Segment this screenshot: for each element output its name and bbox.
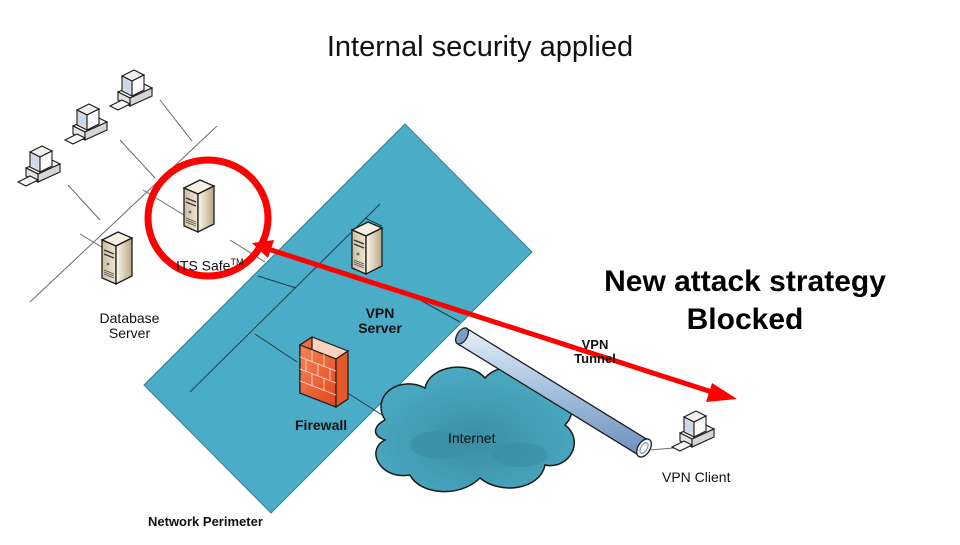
workstation-icon	[64, 103, 108, 145]
network-perimeter-zone	[143, 123, 533, 514]
headline-line-1: New attack strategy	[604, 265, 886, 298]
database-server-label-line2: Server	[108, 325, 151, 342]
vpn-tunnel-label: VPN Tunnel	[570, 337, 620, 367]
slide-title: Internal security applied	[326, 31, 634, 63]
firewall-icon	[298, 335, 350, 409]
database-server-icon	[101, 231, 133, 285]
trademark-superscript: TM	[230, 257, 244, 267]
workstation-icon	[17, 145, 61, 187]
vpn-tunnel-pipe-icon	[455, 327, 652, 458]
vpn-client-workstation-icon	[671, 410, 715, 452]
workstation-icon	[109, 69, 153, 111]
highlight-circle	[144, 156, 272, 280]
vpn-server-label-line1: VPN	[365, 305, 395, 321]
arrowhead-right	[706, 383, 737, 402]
vpn-tunnel-label-line2: Tunnel	[574, 351, 616, 367]
vpn-server-label-line2: Server	[358, 320, 402, 337]
lan-connection-lines	[29, 99, 266, 303]
database-server-label: Database Server	[92, 310, 167, 342]
headline-line-2: Blocked	[686, 303, 804, 336]
its-safe-label-text: ITS Safe	[176, 257, 231, 274]
attack-arrow	[252, 240, 737, 402]
its-safe-server-icon	[183, 179, 215, 233]
vpn-client-label: VPN Client	[662, 469, 731, 485]
network-perimeter-label: Network Perimeter	[148, 514, 263, 529]
its-safe-label: ITS SafeTM	[176, 257, 244, 274]
internet-label: Internet	[448, 430, 496, 446]
internet-cloud-icon	[374, 366, 575, 493]
vpn-server-label: VPN Server	[345, 305, 415, 337]
arrowhead-left	[252, 240, 274, 258]
database-server-label-line1: Database	[99, 310, 160, 326]
firewall-label: Firewall	[295, 417, 348, 433]
vpn-server-icon	[351, 221, 383, 275]
vpn-tunnel-label-line1: VPN	[581, 337, 609, 352]
